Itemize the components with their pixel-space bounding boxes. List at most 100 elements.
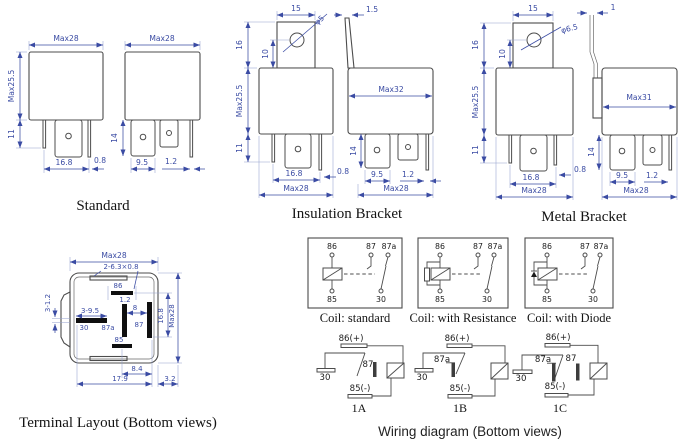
dim-metal-tab-height: 16 [471, 40, 480, 50]
dim-standard-side-pin-width: 9.5 [136, 158, 148, 167]
wiring-a-label: 1A [352, 401, 367, 415]
coil2-86-label: 86 [435, 242, 445, 251]
coil3-86-label: 86 [542, 242, 552, 251]
wiring-c-86-label: 86(+) [546, 333, 571, 343]
wiring-diagrams-panel: 86(+) 85(-) 87 30 1A 86(+) 85(-) [316, 333, 608, 439]
insulation-front-view: 15 φ5 16 10 Max25.5 11 16.8 [235, 4, 334, 198]
dim-insulation-hole-offset: 10 [261, 49, 270, 59]
dim-terminal-1-2: 1.2 [119, 296, 130, 304]
coil1-86-label: 86 [327, 242, 337, 251]
dim-terminal-16-8: 16.8 [157, 308, 165, 324]
terminal-30-label: 30 [80, 324, 89, 332]
dim-metal-pin-length: 11 [471, 145, 480, 155]
standard-side-view: Max28 14 9.5 1.2 [110, 34, 205, 173]
dim-insulation-bottom-width: Max28 [283, 184, 309, 193]
coil-standard-caption: Coil: standard [320, 311, 391, 325]
coil3-87-label: 87 [580, 242, 590, 251]
wiring-b-87a-contact [451, 363, 455, 377]
metal-bracket-caption: Metal Bracket [541, 209, 627, 225]
wiring-c-87a-contact [552, 363, 556, 382]
wiring-a-30-label: 30 [320, 373, 331, 383]
coil1-30-label: 30 [376, 295, 386, 304]
wiring-c-87a-label: 87a [535, 355, 551, 365]
coil-resistance-caption: Coil: with Resistance [410, 311, 517, 325]
wiring-b-86-label: 86(+) [445, 334, 470, 344]
coil3-87a-label: 87a [594, 242, 609, 251]
dim-insulation-pin-length: 11 [235, 143, 244, 153]
dim-terminal-top-width: Max28 [101, 251, 127, 260]
terminal-dimensions: Max28 2-6.3×0.8 86 1.2 3-1.2 3-9.5 30 87… [44, 251, 182, 387]
standard-caption: Standard [76, 198, 130, 214]
dim-insulation-pin-span: 16.8 [286, 169, 303, 178]
wiring-c-87-contact [576, 363, 580, 381]
dim-terminal-pin-spec-wide: 3-9.5 [81, 307, 99, 315]
terminal-30-blade [76, 318, 107, 323]
coil-schematics-panel: 86 87 87a 85 30 Coil: standard 86 87 87a [307, 237, 614, 325]
dim-standard-side-pin-thickness: 1.2 [165, 157, 177, 166]
coil2-87a-label: 87a [488, 242, 503, 251]
coil1-85-label: 85 [327, 295, 337, 304]
dim-terminal-slot-spec: 2-6.3×0.8 [103, 263, 138, 271]
dim-insulation-tab-thickness: 1.5 [366, 5, 378, 14]
dim-metal-side-pin-thickness: 1.2 [646, 171, 658, 180]
terminal-layout-caption: Terminal Layout (Bottom views) [19, 415, 217, 431]
dim-insulation-tab-width: 15 [291, 4, 301, 13]
wiring-c-85-label: 85(-) [545, 382, 566, 392]
coil3-85-label: 85 [542, 295, 552, 304]
insulation-bracket-caption: Insulation Bracket [292, 206, 403, 222]
insulation-bracket-panel: 15 φ5 16 10 Max25.5 11 16.8 [235, 4, 441, 222]
wiring-c-87-label: 87 [566, 354, 577, 364]
terminal-layout-panel: Max28 2-6.3×0.8 86 1.2 3-1.2 3-9.5 30 87… [19, 251, 217, 431]
dim-standard-front-pin-thickness: 0.8 [94, 156, 106, 165]
wiring-a-86-label: 86(+) [339, 334, 364, 344]
dim-insulation-pin-width: 9.5 [371, 170, 383, 179]
metal-front-view: 15 φ6.5 16 10 Max25.5 11 16.8 0. [471, 4, 586, 200]
terminal-85-blade [112, 344, 132, 348]
coil-resistance-diagram: 86 87 87a 85 30 [417, 237, 509, 309]
wiring-1a-diagram: 86(+) 85(-) 87 30 1A [316, 334, 405, 415]
terminal-87a-blade [122, 304, 127, 337]
terminal-86-blade [111, 291, 133, 295]
dim-metal-hole-offset: 10 [498, 49, 507, 59]
coil1-87a-label: 87a [382, 242, 397, 251]
wiring-1b-diagram: 86(+) 85(-) 87a 30 1B [414, 334, 509, 415]
diode-symbol [531, 271, 537, 277]
coil1-87-label: 87 [366, 242, 376, 251]
coil-diode-diagram: 86 87 87a 85 30 [524, 237, 614, 309]
standard-front-view: Max28 Max25.5 11 16.8 0.8 [7, 34, 106, 173]
terminal-case-outline [60, 272, 159, 364]
wiring-c-label: 1C [553, 401, 567, 415]
dim-terminal-8: 8 [133, 304, 137, 312]
dim-insulation-pin-thickness-front: 0.8 [337, 167, 349, 176]
wiring-b-85-label: 85(-) [450, 384, 471, 394]
wiring-a-87-label: 87 [363, 360, 374, 370]
dim-insulation-height: Max25.5 [235, 85, 244, 118]
dim-metal-pin-span: 16.8 [523, 173, 540, 182]
dim-metal-side-pin-length: 14 [587, 147, 596, 157]
standard-relay-panel: Max28 Max25.5 11 16.8 0.8 Max28 [7, 34, 205, 214]
coil3-30-label: 30 [588, 295, 598, 304]
dim-standard-front-pin-span: 16.8 [56, 158, 73, 167]
dim-insulation-side-bottom-width: Max28 [383, 184, 409, 193]
dim-terminal-3-2: 3.2 [164, 375, 175, 383]
wiring-b-87a-label: 87a [434, 355, 450, 365]
coil2-85-label: 85 [435, 295, 445, 304]
dim-metal-pin-width: 9.5 [616, 171, 628, 180]
dim-standard-front-height: Max25.5 [7, 70, 16, 103]
terminal-87-label: 87 [135, 321, 144, 329]
metal-side-view: 1 Max31 14 9.5 1.2 Max28 [577, 3, 678, 200]
terminal-87-blade [147, 302, 152, 338]
wiring-c-30-label: 30 [516, 374, 527, 384]
terminal-86-label: 86 [114, 282, 123, 290]
insulation-side-view: 1.5 Max32 14 0.8 9.5 1.2 Max28 [324, 5, 441, 198]
coil-diode-caption: Coil: with Diode [527, 311, 611, 325]
wiring-1c-diagram: 86(+) 85(-) 87a 87 30 1C [512, 333, 608, 415]
coil-standard-diagram: 86 87 87a 85 30 [307, 237, 403, 309]
dim-metal-pin-thickness: 0.8 [574, 165, 586, 174]
dim-terminal-pin-spec-side: 3-1.2 [44, 294, 52, 312]
dim-standard-front-pin-length: 11 [7, 129, 16, 139]
wiring-caption: Wiring diagram (Bottom views) [378, 424, 562, 439]
dim-insulation-side-pin-length: 14 [349, 146, 358, 156]
dim-terminal-right-width: Max28 [168, 304, 176, 327]
dim-metal-bottom-width: Max28 [521, 186, 547, 195]
